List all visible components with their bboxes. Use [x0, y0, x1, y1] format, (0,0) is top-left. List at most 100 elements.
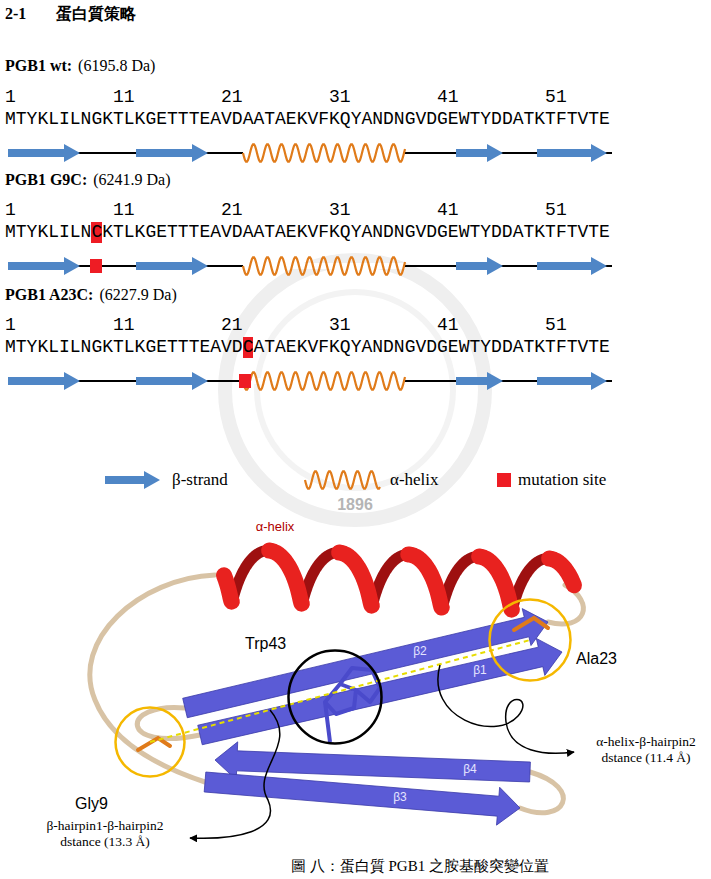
structure-bar	[8, 372, 612, 390]
variant-name: PGB1 wt:	[5, 57, 72, 75]
residue-label: Ala23	[576, 650, 617, 668]
glycine-sidechain	[138, 738, 170, 750]
helix-front	[269, 551, 302, 604]
legend-text: α-helix	[390, 470, 439, 490]
tryptophan-sidechain	[325, 668, 380, 742]
strand-label: β2	[413, 645, 427, 659]
helix-front	[408, 555, 442, 608]
alanine-sidechain	[514, 618, 548, 630]
watermark-text: 1896	[337, 496, 373, 514]
protein-ribbon	[90, 551, 584, 839]
residue-number: 51	[545, 87, 567, 108]
highlight-circle	[116, 708, 185, 777]
mutated-residue: C	[91, 222, 102, 243]
sequence-text: MTYKLILN	[5, 222, 91, 243]
residue-label: Trp43	[245, 635, 286, 653]
legend-text: mutation site	[518, 470, 606, 490]
strand-label: β3	[393, 791, 407, 805]
strand-arrow	[537, 257, 607, 275]
residue-number: 11	[113, 315, 135, 336]
distance-line	[150, 640, 530, 742]
structure-bar	[8, 257, 612, 275]
distance-label: β-hairpin1-β-hairpin2 dstance (13.3 Å)	[30, 818, 180, 849]
structure-bar	[8, 144, 612, 162]
sequence-text: MTYKLILNGKTLKGETTTEAVDAATAEKVFKQYANDNGVD…	[5, 109, 610, 130]
residue-number: 11	[113, 200, 135, 221]
residue-number: 11	[113, 87, 135, 108]
residue-circle: Gly9	[114, 706, 186, 778]
residue-circle: Ala23	[488, 598, 572, 682]
highlight-circle	[289, 651, 382, 744]
residue-number: 41	[437, 315, 459, 336]
sequence-text: KTLKGETTTEAVDAATAEKVFKQYANDNGVDGEWTYDDAT…	[102, 222, 610, 243]
circle-outline	[114, 706, 186, 778]
circle-outline	[287, 649, 383, 745]
helix-front	[479, 557, 512, 610]
residue-number: 21	[221, 87, 243, 108]
residue-number: 31	[329, 87, 351, 108]
helix-front	[224, 575, 232, 601]
section-title: 2-1 蛋白質策略	[5, 5, 136, 23]
leader-arrow	[438, 665, 574, 753]
structure-label: α-helix	[256, 520, 295, 535]
strand-arrow	[456, 257, 503, 275]
residue-number: 31	[329, 315, 351, 336]
sequence-text: ATAEKVFKQYANDNGVDGEWTYDDATKTFTVTE	[253, 337, 609, 358]
helix-backing	[243, 263, 405, 269]
residue-number: 21	[221, 200, 243, 221]
emblem-ring	[225, 260, 485, 520]
helix-front	[339, 553, 372, 606]
residue-circle: Trp43	[287, 649, 383, 745]
distance-label: α-helix-β-hairpin2 dstance (11.4 Å)	[583, 734, 709, 765]
strand-label: β4	[463, 763, 477, 777]
emblem-ring	[257, 292, 453, 488]
molecular-mass: (6241.9 Da)	[93, 171, 170, 189]
strand-arrow	[136, 144, 208, 162]
strand-arrow	[136, 257, 208, 275]
residue-number: 1	[5, 315, 16, 336]
leader-arrow	[190, 710, 280, 838]
residue-number: 41	[437, 200, 459, 221]
residue-number: 1	[5, 200, 16, 221]
helix-wave	[243, 372, 405, 390]
highlight-circle	[490, 600, 571, 681]
residue-number: 21	[221, 315, 243, 336]
legend-samples	[105, 471, 380, 489]
variant-name: PGB1 G9C:	[5, 171, 87, 189]
residue-label: Gly9	[75, 795, 108, 813]
residue-number: 31	[329, 200, 351, 221]
variant-name: PGB1 A23C:	[5, 286, 93, 304]
legend-swatch	[497, 473, 511, 487]
strand-arrow	[136, 372, 208, 390]
strand-arrow	[456, 372, 503, 390]
watermark-emblem	[225, 260, 485, 520]
strand-sample	[105, 471, 160, 489]
helix-wave	[243, 144, 405, 162]
strand-arrow	[537, 144, 607, 162]
mutated-residue: C	[243, 337, 254, 358]
helix-backing	[243, 150, 405, 156]
figure-caption: 圖 八：蛋白質 PGB1 之胺基酸突變位置	[291, 858, 549, 875]
beta-strand	[215, 742, 530, 782]
sequence-text: MTYKLILNGKTLKGETTTEAVD	[5, 337, 243, 358]
molecular-mass: (6227.9 Da)	[99, 286, 176, 304]
residue-number: 41	[437, 87, 459, 108]
circle-outline	[488, 598, 572, 682]
helix-wave	[243, 257, 405, 275]
mutation-mark	[239, 374, 251, 388]
strand-arrow	[537, 372, 607, 390]
helix-backing	[243, 378, 405, 384]
residue-number: 1	[5, 87, 16, 108]
molecular-mass: (6195.8 Da)	[78, 57, 155, 75]
helix-sample	[305, 471, 380, 489]
strand-label: β1	[473, 664, 487, 678]
loop-coil	[90, 575, 215, 782]
strand-arrow	[456, 144, 503, 162]
strand-arrow	[8, 144, 80, 162]
strand-arrow	[8, 257, 80, 275]
helix-front	[549, 559, 574, 586]
mutation-mark	[90, 259, 102, 273]
beta-strand	[204, 772, 520, 825]
legend-text: β-strand	[172, 470, 228, 490]
